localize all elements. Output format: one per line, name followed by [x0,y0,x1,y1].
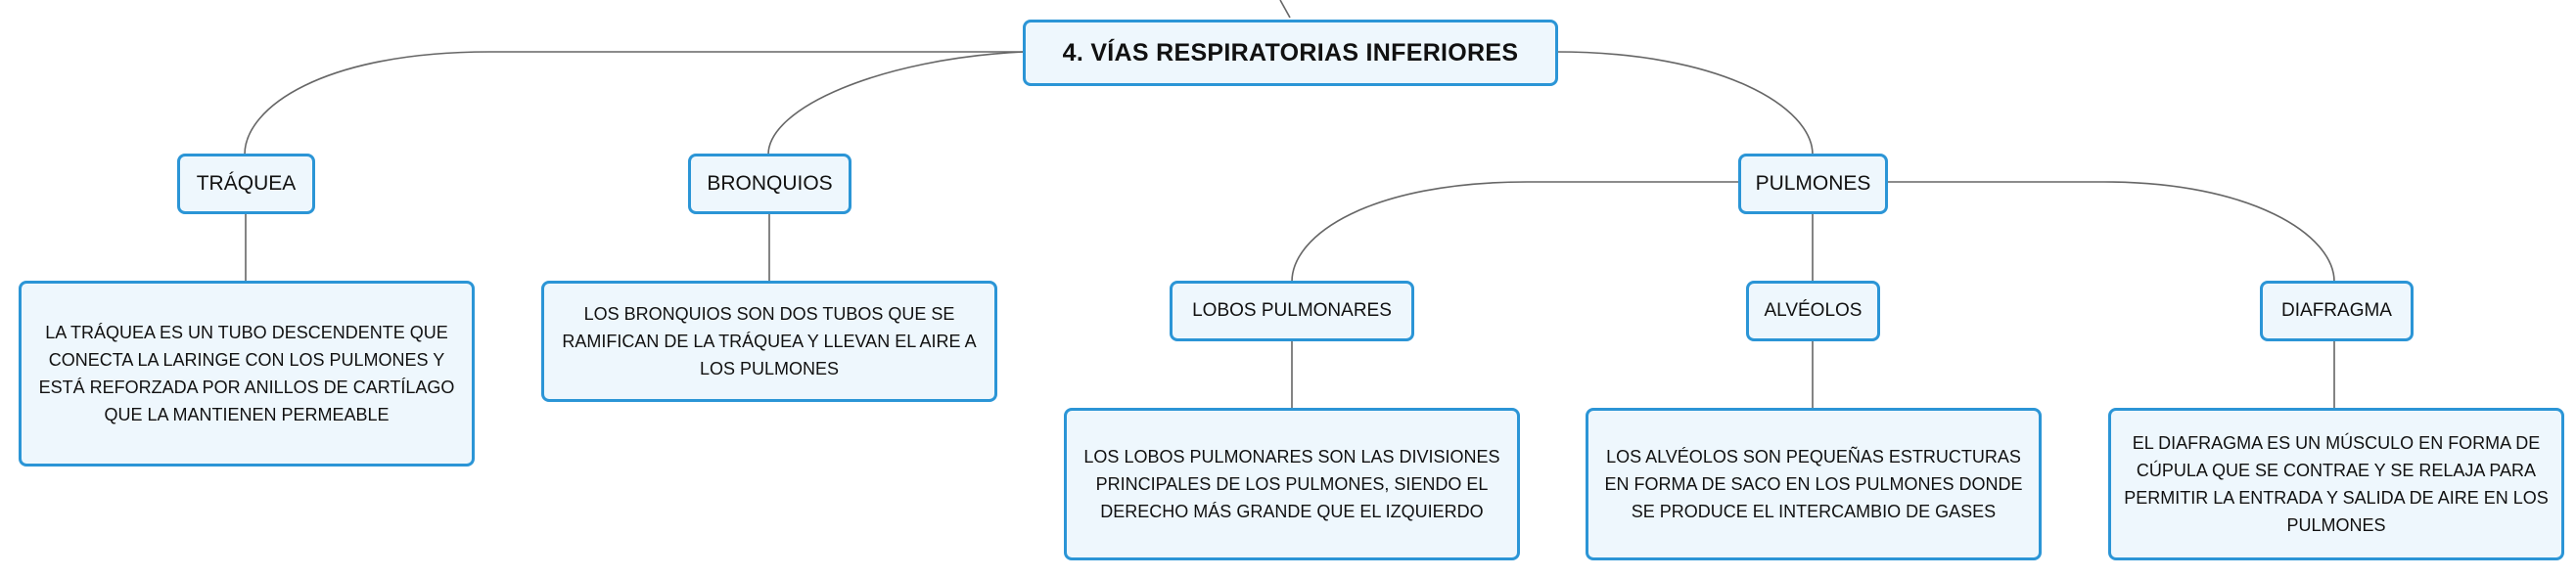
root-topic[interactable]: 4. VÍAS RESPIRATORIAS INFERIORES [1023,20,1558,86]
subtopic-lobos-label: LOBOS PULMONARES [1192,300,1392,321]
topic-traquea-label: TRÁQUEA [196,172,297,195]
connector-pulmones-diafragma [1886,181,2335,283]
description-diafragma-text: EL DIAFRAGMA ES UN MÚSCULO EN FORMA DE C… [2124,433,2549,535]
connector-root-bronquios [767,51,1025,156]
topic-traquea[interactable]: TRÁQUEA [177,154,315,214]
subtopic-lobos-pulmonares[interactable]: LOBOS PULMONARES [1170,281,1414,341]
connector-root-traquea [244,51,1024,156]
subtopic-alveolos-label: ALVÉOLOS [1764,300,1863,321]
description-traquea[interactable]: LA TRÁQUEA ES UN TUBO DESCENDENTE QUE CO… [19,281,475,467]
root-topic-label: 4. VÍAS RESPIRATORIAS INFERIORES [1062,38,1519,67]
topic-bronquios-label: BRONQUIOS [707,172,833,195]
description-diafragma[interactable]: EL DIAFRAGMA ES UN MÚSCULO EN FORMA DE C… [2108,408,2564,560]
connector-root-pulmones [1555,51,1814,156]
topic-bronquios[interactable]: BRONQUIOS [688,154,851,214]
description-alveolos-text: LOS ALVÉOLOS SON PEQUEÑAS ESTRUCTURAS EN… [1604,447,2023,521]
topic-pulmones-label: PULMONES [1755,172,1871,195]
description-traquea-text: LA TRÁQUEA ES UN TUBO DESCENDENTE QUE CO… [38,323,455,424]
description-bronquios[interactable]: LOS BRONQUIOS SON DOS TUBOS QUE SE RAMIF… [541,281,997,402]
description-lobos-text: LOS LOBOS PULMONARES SON LAS DIVISIONES … [1083,447,1500,521]
connector-parent-root [1279,0,1291,19]
subtopic-diafragma-label: DIAFRAGMA [2281,300,2392,321]
description-bronquios-text: LOS BRONQUIOS SON DOS TUBOS QUE SE RAMIF… [562,304,977,378]
description-alveolos[interactable]: LOS ALVÉOLOS SON PEQUEÑAS ESTRUCTURAS EN… [1586,408,2042,560]
connector-pulmones-lobos [1291,181,1738,283]
topic-pulmones[interactable]: PULMONES [1738,154,1888,214]
subtopic-alveolos[interactable]: ALVÉOLOS [1746,281,1880,341]
description-lobos-pulmonares[interactable]: LOS LOBOS PULMONARES SON LAS DIVISIONES … [1064,408,1520,560]
subtopic-diafragma[interactable]: DIAFRAGMA [2260,281,2414,341]
